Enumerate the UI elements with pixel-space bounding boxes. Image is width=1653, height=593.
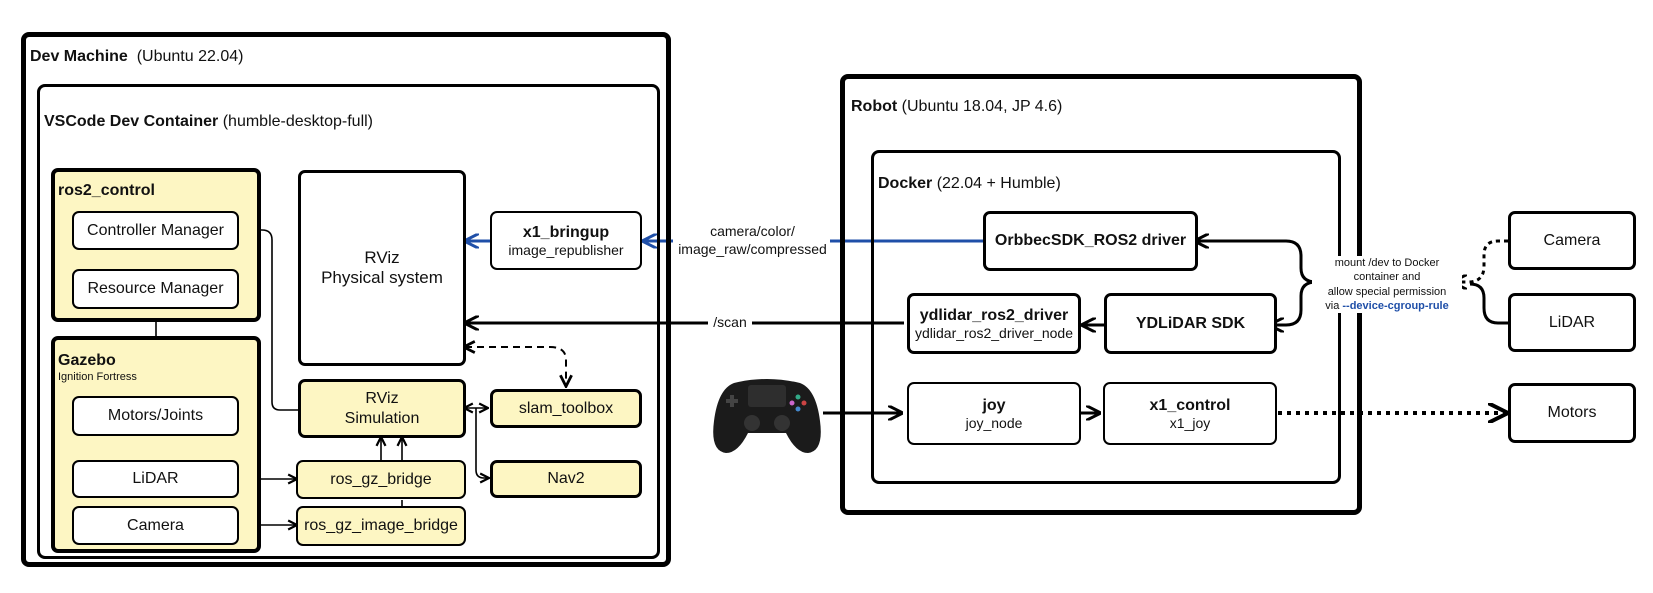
scan-topic-label: /scan [708,314,752,332]
docker-title: Docker (22.04 + Humble) [878,175,1061,192]
gazebo-title: Gazebo [58,352,116,369]
gazebo-subtitle: Ignition Fortress [58,371,137,383]
hardware-lidar-label: LiDAR [1548,313,1596,331]
mount-note-via: via [1325,299,1343,312]
dev-container-title: VSCode Dev Container (humble-desktop-ful… [44,113,373,130]
hardware-motors-box[interactable]: Motors [1508,383,1636,443]
ydlidar-driver-title: ydlidar_ros2_driver [919,306,1069,324]
robot-title: Robot (Ubuntu 18.04, JP 4.6) [851,98,1063,115]
ydlidar-sdk-box[interactable]: YDLiDAR SDK [1104,293,1277,354]
ros-gz-bridge-box[interactable]: ros_gz_bridge [296,460,466,499]
motors-joints-label: Motors/Joints [107,407,204,425]
mount-note-line1: mount /dev to Docker [1334,257,1440,269]
ros-gz-image-bridge-box[interactable]: ros_gz_image_bridge [296,506,466,546]
controller-manager-box[interactable]: Controller Manager [72,211,239,250]
rviz-physical-box[interactable]: RViz Physical system [298,170,466,366]
mount-note-line2: container and [1353,271,1421,284]
hardware-camera-label: Camera [1543,231,1601,249]
resource-manager-box[interactable]: Resource Manager [72,269,239,309]
ros-gz-bridge-label: ros_gz_bridge [330,470,432,488]
dev-container-frame [37,84,660,559]
camera-topic-line1: camera/color/ [710,223,795,239]
x1-bringup-box[interactable]: x1_bringup image_republisher [490,211,642,270]
ydlidar-sdk-label: YDLiDAR SDK [1135,314,1246,332]
joy-box[interactable]: joy joy_node [907,382,1081,445]
rviz-simulation-box[interactable]: RViz Simulation [298,379,466,438]
orbbec-driver-box[interactable]: OrbbecSDK_ROS2 driver [983,211,1198,271]
dev-machine-frame [21,32,671,567]
x1-bringup-sub: image_republisher [508,241,624,258]
docker-frame [871,150,1341,484]
mount-note-line3: allow special permission [1327,285,1447,298]
rviz-physical-line1: RViz [364,247,400,267]
ydlidar-driver-sub: ydlidar_ros2_driver_node [915,324,1073,341]
orbbec-driver-label: OrbbecSDK_ROS2 driver [994,232,1187,250]
ros2-control-title: ros2_control [58,182,155,199]
dev-machine-title: Dev Machine (Ubuntu 22.04) [30,48,244,65]
ydlidar-driver-box[interactable]: ydlidar_ros2_driver ydlidar_ros2_driver_… [907,293,1081,354]
x1-control-box[interactable]: x1_control x1_joy [1103,382,1277,445]
camera-topic-label: camera/color/ image_raw/compressed [675,223,830,258]
controller-manager-label: Controller Manager [87,221,224,239]
slam-toolbox-label: slam_toolbox [518,399,614,417]
gazebo-camera-label: Camera [127,516,184,534]
hardware-lidar-box[interactable]: LiDAR [1508,293,1636,352]
rviz-sim-line1: RViz [365,390,399,408]
x1-control-title: x1_control [1149,396,1231,414]
x1-bringup-title: x1_bringup [522,223,610,241]
hardware-motors-label: Motors [1547,404,1597,422]
x1-control-sub: x1_joy [1169,414,1211,431]
nav2-label: Nav2 [547,470,585,488]
joy-title: joy [982,396,1006,414]
rviz-physical-line2: Physical system [321,268,443,287]
device-cgroup-rule-flag: --device-cgroup-rule [1342,299,1449,312]
hardware-camera-box[interactable]: Camera [1508,211,1636,270]
mount-dev-note: mount /dev to Docker container and allow… [1312,256,1462,314]
motors-joints-box[interactable]: Motors/Joints [72,396,239,436]
camera-topic-line2: image_raw/compressed [678,240,827,257]
ros-gz-image-bridge-label: ros_gz_image_bridge [304,517,458,535]
gazebo-camera-box[interactable]: Camera [72,506,239,545]
rviz-sim-line2: Simulation [344,409,420,427]
gamepad-icon [713,379,821,453]
gazebo-lidar-label: LiDAR [132,470,179,488]
slam-toolbox-box[interactable]: slam_toolbox [490,389,642,428]
gazebo-lidar-box[interactable]: LiDAR [72,460,239,498]
resource-manager-label: Resource Manager [87,280,224,298]
nav2-box[interactable]: Nav2 [490,460,642,498]
joy-sub: joy_node [965,414,1023,431]
